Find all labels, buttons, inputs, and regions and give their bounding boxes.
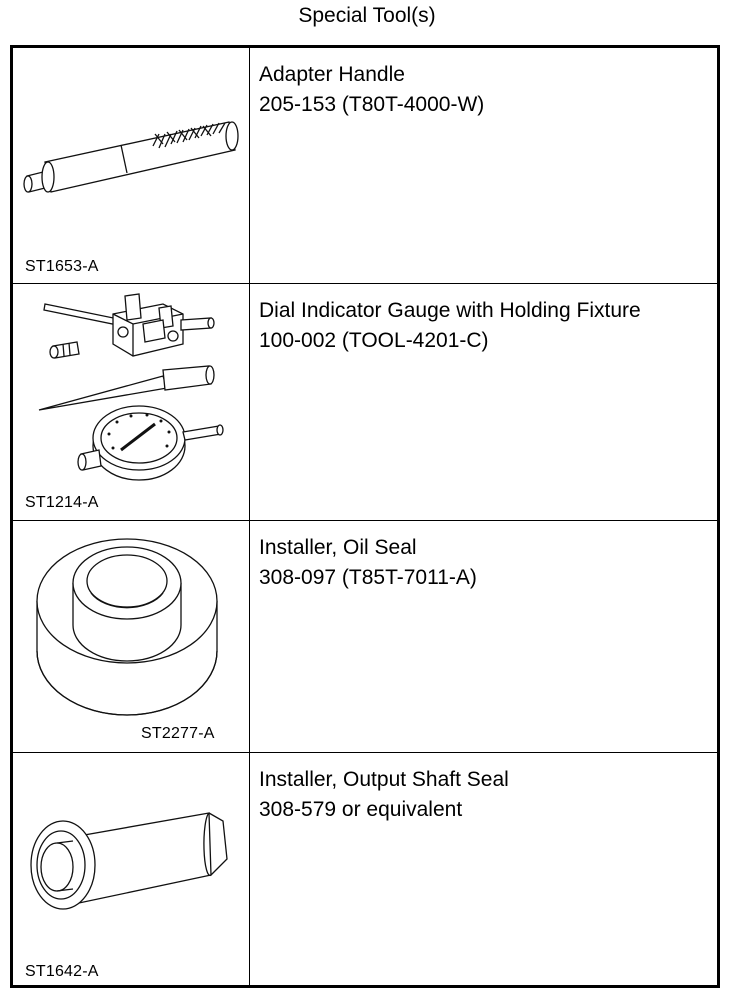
special-tools-table: ST1653-A Adapter Handle 205-153 (T80T-40… [10,45,720,988]
table-row-output-shaft-seal-installer: ST1642-A Installer, Output Shaft Seal 30… [13,753,717,988]
output-shaft-seal-installer-illustration-icon [30,812,228,910]
tool-part-number: 308-097 (T85T-7011-A) [259,566,477,589]
oil-seal-installer-illustration-icon [36,538,218,716]
dial-indicator-illustration-icon [38,293,224,481]
image-code: ST1653-A [25,258,99,275]
tool-description: Dial Indicator Gauge with Holding Fixtur… [259,296,641,356]
image-code: ST2277-A [141,725,215,742]
tool-image-cell: ST2277-A [13,521,250,752]
tool-part-number: 205-153 (T80T-4000-W) [259,93,485,116]
tool-name: Installer, Oil Seal [259,536,417,559]
table-row-dial-indicator: ST1214-A Dial Indicator Gauge with Holdi… [13,284,717,521]
tool-description: Adapter Handle 205-153 (T80T-4000-W) [259,60,484,120]
image-code: ST1642-A [25,963,99,980]
tool-description: Installer, Output Shaft Seal 308-579 or … [259,765,509,825]
page-title: Special Tool(s) [298,4,436,27]
table-row-oil-seal-installer: ST2277-A Installer, Oil Seal 308-097 (T8… [13,521,717,753]
tool-name: Dial Indicator Gauge with Holding Fixtur… [259,299,641,322]
tool-image-cell: ST1642-A [13,753,250,988]
tool-name: Installer, Output Shaft Seal [259,768,509,791]
tool-part-number: 308-579 or equivalent [259,798,463,821]
tool-part-number: 100-002 (TOOL-4201-C) [259,329,489,352]
image-code: ST1214-A [25,494,99,511]
adapter-handle-illustration-icon [23,121,239,193]
tool-image-cell: ST1214-A [13,284,250,520]
tool-name: Adapter Handle [259,63,405,86]
tool-image-cell: ST1653-A [13,48,250,283]
table-row-adapter-handle: ST1653-A Adapter Handle 205-153 (T80T-40… [13,48,717,284]
tool-description: Installer, Oil Seal 308-097 (T85T-7011-A… [259,533,477,593]
